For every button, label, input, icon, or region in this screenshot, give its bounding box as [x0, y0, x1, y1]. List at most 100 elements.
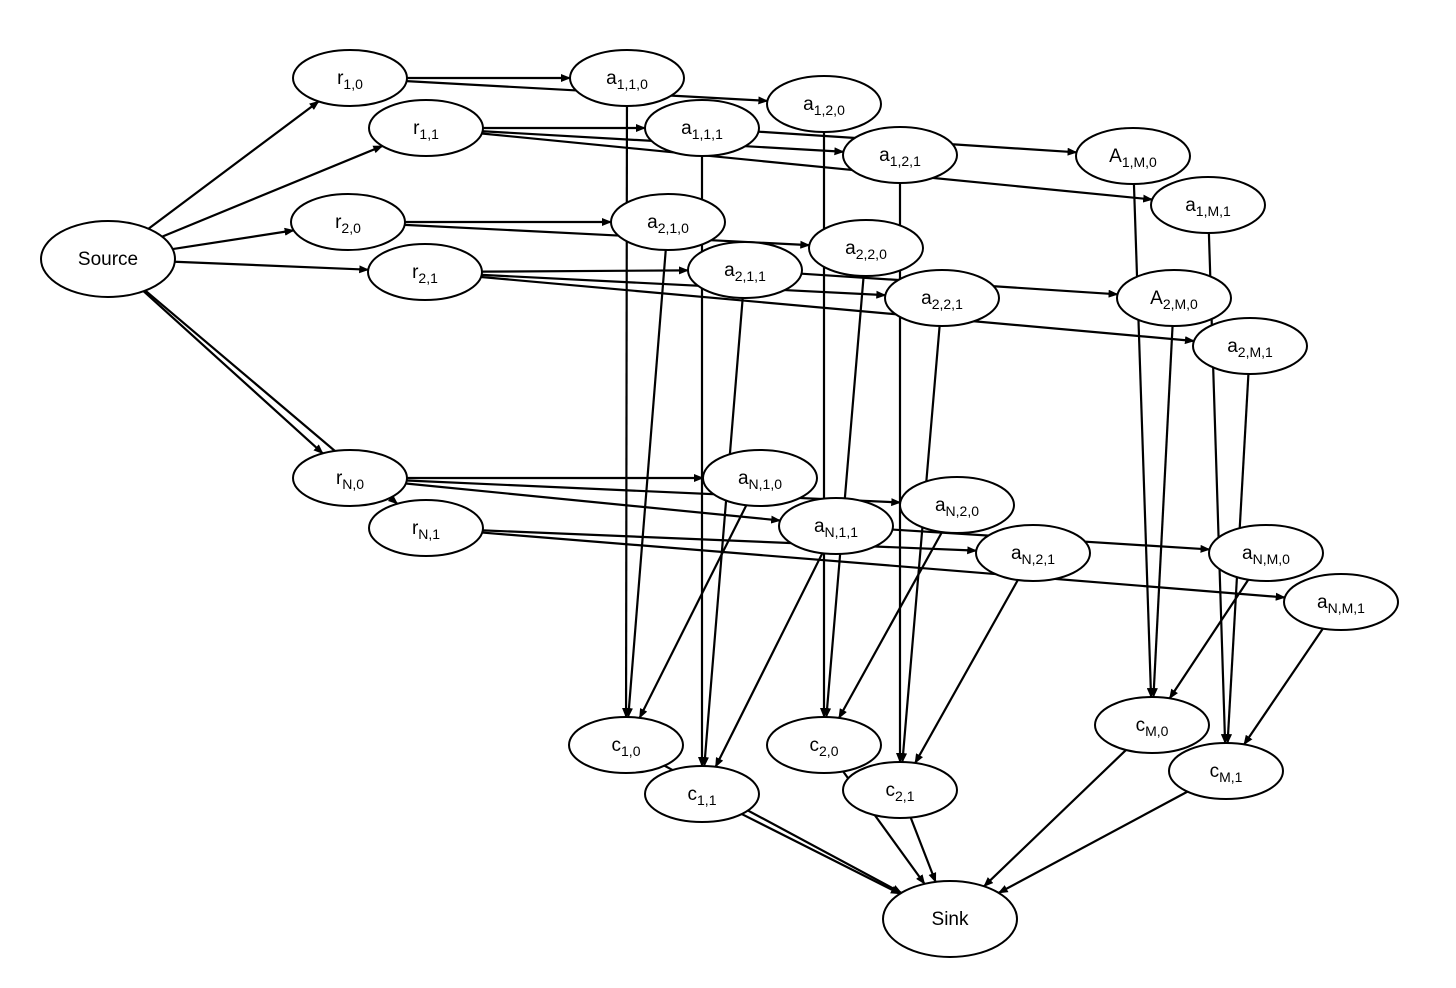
- node-label: aN,M,1: [1317, 592, 1365, 616]
- node-ellipse: [290, 193, 406, 251]
- node-A2M0: A2,M,0: [1116, 269, 1232, 327]
- edge-r21-to-a211: [481, 266, 690, 275]
- edge-rN0-to-aN11: [405, 482, 782, 524]
- edge-r21-to-a2M1: [480, 275, 1195, 345]
- node-label-main: r: [413, 118, 420, 139]
- node-label-subscript: N,M,0: [1253, 551, 1291, 567]
- node-label-subscript: 1,1: [419, 126, 439, 142]
- node-ellipse: [687, 241, 803, 299]
- edge-a220-to-c20: [823, 275, 865, 719]
- edge-aN21-to-c21: [914, 579, 1019, 764]
- node-label-main: a: [1227, 336, 1238, 357]
- node-label: cM,0: [1136, 715, 1169, 739]
- node-ellipse: [882, 880, 1018, 958]
- node-label-main: a: [845, 238, 856, 259]
- node-label: c2,1: [886, 780, 915, 804]
- node-label-main: c: [810, 735, 820, 756]
- node-label-main: r: [335, 212, 342, 233]
- edge-A2M0-to-cM0: [1149, 325, 1174, 699]
- node-ellipse: [1192, 317, 1308, 375]
- edge-a221-to-c21: [899, 325, 941, 764]
- node-label-main: a: [647, 212, 658, 233]
- node-ellipse: [367, 243, 483, 301]
- node-label-subscript: 2,1,0: [658, 220, 689, 236]
- node-label-main: Sink: [932, 909, 969, 930]
- node-label-subscript: N,1: [418, 526, 440, 542]
- node-label-main: r: [337, 68, 344, 89]
- node-rN1: rN,1: [368, 499, 484, 557]
- node-label: A1,M,0: [1109, 146, 1157, 170]
- node-label-main: c: [612, 735, 622, 756]
- node-label-main: r: [336, 468, 343, 489]
- node-label-main: a: [738, 468, 749, 489]
- edge-r11-to-a1M1: [481, 132, 1154, 203]
- node-ellipse: [368, 499, 484, 557]
- node-label: a1,1,0: [606, 68, 648, 92]
- node-label-subscript: 2,1: [895, 788, 915, 804]
- edge-a110-to-c10: [622, 105, 631, 718]
- node-ellipse: [884, 269, 1000, 327]
- node-a121: a1,2,1: [842, 126, 958, 184]
- node-c11: c1,1: [644, 765, 760, 823]
- edge-aN20-to-c20: [838, 531, 943, 719]
- node-label: a2,1,1: [724, 260, 766, 284]
- node-label: a1,1,1: [681, 118, 723, 142]
- node-ellipse: [842, 126, 958, 184]
- node-a110: a1,1,0: [569, 49, 685, 107]
- node-cM1: cM,1: [1168, 742, 1284, 800]
- node-label: A2,M,0: [1150, 288, 1198, 312]
- node-c10: c1,0: [568, 716, 684, 774]
- node-ellipse: [1116, 269, 1232, 327]
- nodes-layer: SourceSinkr1,0r1,1r2,0r2,1rN,0rN,1a1,1,0…: [40, 49, 1399, 958]
- node-ellipse: [568, 716, 684, 774]
- node-label-subscript: 1,1,0: [617, 76, 648, 92]
- node-a2M1: a2,M,1: [1192, 317, 1308, 375]
- node-A1M0: A1,M,0: [1075, 127, 1191, 185]
- node-ellipse: [842, 761, 958, 819]
- node-ellipse: [899, 476, 1015, 534]
- node-label-subscript: 1,2,0: [814, 102, 845, 118]
- node-label-main: c: [688, 784, 698, 805]
- node-c21: c2,1: [842, 761, 958, 819]
- node-rN0: rN,0: [292, 449, 408, 507]
- node-label: aN,1,0: [738, 468, 782, 492]
- node-label: a2,2,1: [921, 288, 963, 312]
- node-a111: a1,1,1: [644, 99, 760, 157]
- node-label-main: a: [921, 288, 932, 309]
- node-label-subscript: 1,M,0: [1122, 154, 1157, 170]
- node-label-main: a: [1011, 543, 1022, 564]
- node-label-main: a: [681, 118, 692, 139]
- node-aNM1: aN,M,1: [1283, 573, 1399, 631]
- node-ellipse: [644, 99, 760, 157]
- node-label-subscript: 2,2,0: [856, 246, 887, 262]
- edge-rN1-to-aNM1: [482, 531, 1286, 601]
- node-source: Source: [40, 220, 176, 298]
- node-label: a2,M,1: [1227, 336, 1273, 360]
- node-ellipse: [569, 49, 685, 107]
- node-label-main: c: [1136, 715, 1146, 736]
- node-label-subscript: 2,M,1: [1238, 344, 1273, 360]
- node-r10: r1,0: [292, 49, 408, 107]
- node-label-main: a: [879, 145, 890, 166]
- edge-source-to-rN0: [142, 290, 324, 455]
- node-ellipse: [292, 449, 408, 507]
- node-label-main: c: [886, 780, 896, 801]
- node-label-main: a: [1242, 543, 1253, 564]
- edge-source-to-r10: [147, 100, 320, 230]
- node-label-main: r: [412, 518, 419, 539]
- node-label-main: a: [724, 260, 735, 281]
- node-label-main: c: [1210, 761, 1220, 782]
- edge-cM1-to-sink: [997, 790, 1189, 894]
- node-label: rN,1: [412, 518, 440, 542]
- node-label-subscript: M,0: [1145, 723, 1169, 739]
- node-label-subscript: 1,2,1: [890, 153, 921, 169]
- node-label-main: A: [1109, 146, 1122, 167]
- node-label-subscript: N,0: [342, 476, 364, 492]
- node-label-subscript: 2,1,1: [735, 268, 766, 284]
- node-label-subscript: N,1,1: [825, 524, 859, 540]
- node-ellipse: [1075, 127, 1191, 185]
- node-label-subscript: 1,0: [621, 743, 641, 759]
- node-label: Sink: [932, 909, 969, 930]
- node-label-subscript: N,1,0: [749, 476, 783, 492]
- node-label-main: a: [935, 495, 946, 516]
